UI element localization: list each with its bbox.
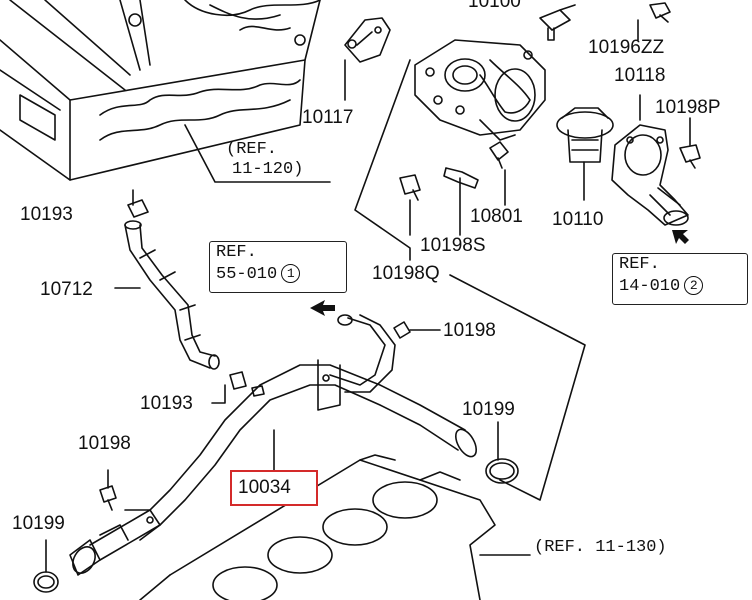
part-label-10198s: 10198S xyxy=(420,235,486,256)
part-label-10117: 10117 xyxy=(302,107,354,128)
sensor-top-drawing xyxy=(539,4,576,41)
bolt-10196zz-drawing xyxy=(649,2,671,23)
arrow-down-icon xyxy=(672,230,689,244)
ref-11-120-line1: (REF. xyxy=(226,140,278,159)
part-label-10193-low: 10193 xyxy=(140,393,193,414)
ref-box-55-010-line1: REF. xyxy=(216,243,257,262)
part-label-10712: 10712 xyxy=(40,279,93,300)
part-label-10199-left: 10199 xyxy=(12,513,65,534)
highlighted-part-box[interactable]: 10034 xyxy=(230,470,318,506)
part-label-10118: 10118 xyxy=(614,65,666,86)
thermostat-housing-drawing xyxy=(414,39,546,141)
circled-number-1: 1 xyxy=(281,264,301,283)
o-rings-10199-drawing xyxy=(33,458,519,593)
gasket-10117-drawing xyxy=(344,17,391,63)
circled-number-2: 2 xyxy=(684,276,704,295)
clamps-10193-drawing xyxy=(127,199,265,397)
water-outlet-10118-drawing xyxy=(611,124,689,226)
part-label-10110: 10110 xyxy=(552,209,604,230)
ref-box-14-010-line1: REF. xyxy=(619,255,660,274)
bolt-10198p-drawing xyxy=(679,144,701,169)
part-label-10100: 10100 xyxy=(468,0,521,12)
direction-arrows xyxy=(310,230,689,316)
part-label-10198p: 10198P xyxy=(655,97,721,118)
part-label-10034: 10034 xyxy=(238,477,291,498)
part-label-10198q: 10198Q xyxy=(372,263,440,284)
ref-11-120-line2: 11-120) xyxy=(232,160,304,179)
arrow-left-icon xyxy=(310,300,335,316)
part-label-10801: 10801 xyxy=(470,206,523,227)
part-label-10199-right: 10199 xyxy=(462,399,515,420)
part-label-10198-left: 10198 xyxy=(78,433,131,454)
thermostat-10110-drawing xyxy=(556,107,614,163)
small-bolts-drawing xyxy=(399,141,509,201)
cylinder-head-drawing xyxy=(0,0,321,181)
leader-lines xyxy=(45,19,691,573)
part-label-10198-mid: 10198 xyxy=(443,320,496,341)
ref-box-14-010-code: 14-010 xyxy=(619,277,681,296)
ref-11-130: (REF. 11-130) xyxy=(534,538,667,557)
water-pipe-10034-drawing xyxy=(69,314,478,576)
ref-box-55-010-code: 55-010 xyxy=(216,265,278,284)
cylinder-block-drawing xyxy=(139,454,496,600)
hose-10712-drawing xyxy=(124,220,220,370)
part-label-10193-top: 10193 xyxy=(20,204,73,225)
part-label-10196zz: 10196ZZ xyxy=(588,37,665,58)
